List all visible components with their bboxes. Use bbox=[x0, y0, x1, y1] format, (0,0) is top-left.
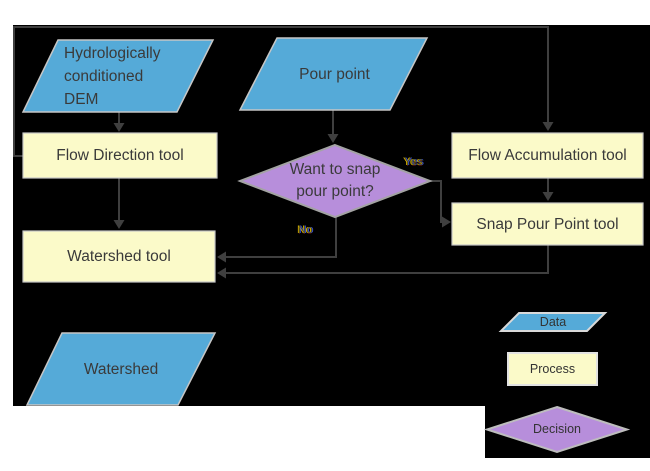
arrowhead-into-snappourpoint-top bbox=[542, 192, 554, 201]
edge-decision-no-to-watershedtool bbox=[226, 217, 337, 258]
flow-accumulation-box bbox=[451, 132, 644, 179]
arrowheads bbox=[113, 122, 554, 279]
arrowhead-into-watershedtool-top bbox=[113, 220, 125, 229]
arrowhead-into-flowaccumulation bbox=[542, 122, 554, 131]
watershed-tool-box bbox=[22, 230, 216, 283]
arrowhead-into-watershedtool-right-lower bbox=[217, 267, 226, 279]
watershed-parallelogram bbox=[25, 332, 217, 406]
arrowhead-into-decision bbox=[327, 134, 339, 143]
arrowhead-into-flowdirection bbox=[113, 123, 125, 132]
legend-data-shape bbox=[498, 312, 608, 332]
flow-direction-box bbox=[22, 132, 218, 179]
legend-process-shape bbox=[507, 352, 598, 386]
snap-pour-point-box bbox=[451, 202, 644, 246]
edge-decision-yes-to-snappourpoint bbox=[430, 180, 442, 223]
arrowhead-into-watershedtool-right-upper bbox=[217, 251, 226, 263]
edge-flowdirection-to-flowaccumulation bbox=[13, 26, 549, 157]
connector-lines bbox=[13, 26, 549, 274]
pour-point-parallelogram bbox=[238, 37, 429, 111]
legend-decision-shape bbox=[483, 405, 631, 454]
edge-snappourpoint-to-watershedtool bbox=[226, 245, 549, 274]
arrowhead-into-snappourpoint-left bbox=[442, 216, 451, 228]
decision-diamond bbox=[237, 143, 433, 219]
dem-parallelogram bbox=[21, 39, 215, 113]
